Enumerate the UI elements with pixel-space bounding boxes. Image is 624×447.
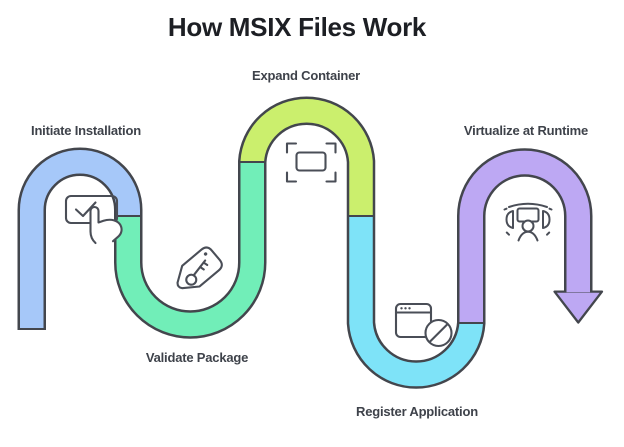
step-label-virtualize-runtime: Virtualize at Runtime xyxy=(463,123,589,138)
tap-checkbox-icon xyxy=(64,194,123,245)
segment-initiate-installation xyxy=(20,150,140,328)
container-frame-icon xyxy=(285,142,337,183)
step-label-validate-package: Validate Package xyxy=(145,350,249,365)
virtual-environment-icon xyxy=(503,202,553,242)
segment-validate-package xyxy=(116,162,264,337)
key-tag-icon xyxy=(176,246,223,290)
snake-outline xyxy=(17,96,593,389)
step-label-register-application: Register Application xyxy=(356,404,478,419)
app-window-blocked-icon xyxy=(394,302,453,348)
segment-register-application xyxy=(349,216,483,387)
arrow-down-icon xyxy=(553,290,604,324)
segment-expand-container xyxy=(240,99,373,216)
segment-virtualize-runtime xyxy=(459,150,590,323)
step-label-initiate-installation: Initiate Installation xyxy=(31,123,141,138)
step-label-expand-container: Expand Container xyxy=(251,68,361,83)
segment-separators xyxy=(116,161,484,324)
page-title: How MSIX Files Work xyxy=(167,12,427,42)
